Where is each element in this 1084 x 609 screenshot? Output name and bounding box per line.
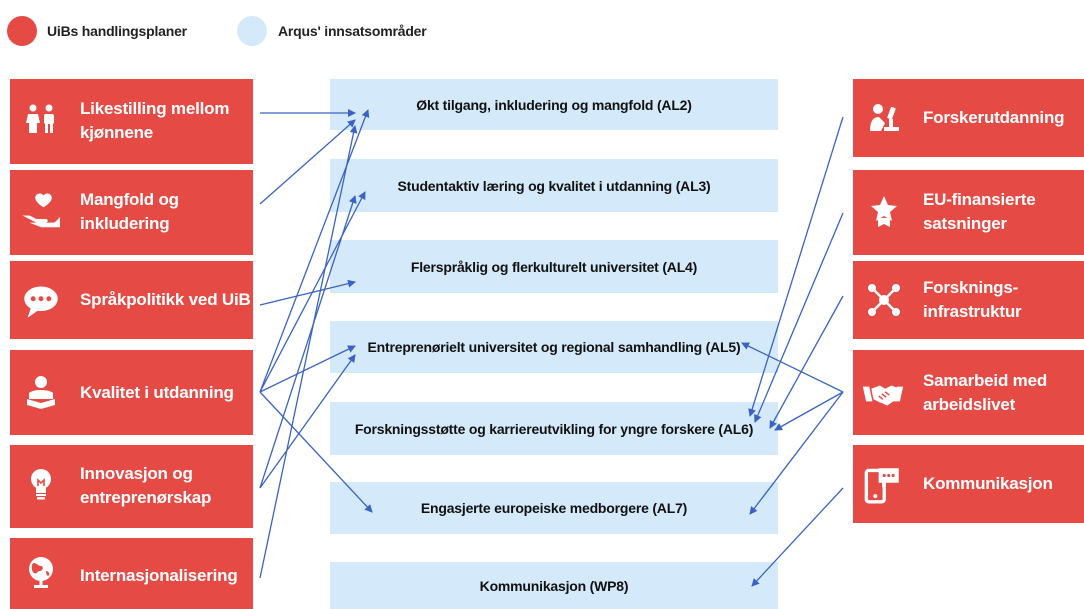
- plan-line2: kjønnene: [80, 123, 154, 142]
- arrow-left-4-to-arqus-3: [259, 354, 356, 489]
- arrow-right-3-to-arqus-4: [774, 391, 844, 431]
- arrow-right-1-to-arqus-4: [754, 212, 844, 423]
- arrow-left-3-to-arqus-3: [259, 345, 356, 393]
- plan-line1: Mangfold og: [80, 190, 179, 209]
- arqus-al5: Entreprenørielt universitet og regional …: [330, 321, 778, 373]
- plan-line1: Kommunikasjon: [923, 474, 1053, 493]
- plan-innovasjon: Innovasjon og entreprenørskap: [10, 445, 253, 528]
- plan-line1: Kvalitet i utdanning: [80, 383, 234, 402]
- plan-line1: Forskerutdanning: [923, 108, 1065, 127]
- plan-line2: infrastruktur: [923, 302, 1022, 321]
- plan-eu-finansierte: EU-finansierte satsninger: [853, 170, 1084, 255]
- people-icon: [26, 104, 54, 133]
- plan-forskningsinfrastruktur: Forsknings- infrastruktur: [853, 261, 1084, 339]
- plan-kommunikasjon: Kommunikasjon: [853, 445, 1084, 523]
- arqus-wp8: Kommunikasjon (WP8): [330, 562, 778, 609]
- star-badge-icon: [871, 196, 897, 227]
- globe-icon: [29, 557, 53, 588]
- arrow-left-3-to-arqus-5: [259, 391, 373, 513]
- arrow-right-3-to-arqus-3: [741, 342, 844, 393]
- lightbulb-icon: [31, 469, 51, 500]
- arqus-al4: Flerspråklig og flerkulturelt universite…: [330, 240, 778, 293]
- plan-line1: Likestilling mellom: [80, 99, 230, 118]
- legend-arqus-swatch: [237, 16, 267, 46]
- plan-line1: Forsknings-: [923, 278, 1019, 297]
- plan-line1: Innovasjon og: [80, 464, 193, 483]
- arrow-left-3-to-arqus-1: [259, 191, 366, 393]
- reader-icon: [27, 376, 55, 409]
- plan-line2: entreprenørskap: [80, 488, 212, 507]
- arqus-al6: Forskningsstøtte og karriereutvikling fo…: [330, 402, 778, 455]
- plan-line2: inkludering: [80, 214, 170, 233]
- plan-line2: arbeidslivet: [923, 395, 1016, 414]
- arrow-right-3-to-arqus-5: [749, 391, 844, 515]
- legend-uib-swatch: [7, 16, 37, 46]
- plan-kvalitet: Kvalitet i utdanning: [10, 350, 253, 435]
- plan-line2: satsninger: [923, 214, 1007, 233]
- plan-line1: EU-finansierte: [923, 190, 1036, 209]
- arrow-left-5-to-arqus-0: [259, 125, 358, 579]
- arqus-al7: Engasjerte europeiske medborgere (AL7): [330, 482, 778, 534]
- arrow-left-3-to-arqus-0: [259, 109, 370, 393]
- arrow-right-4-to-arqus-6: [751, 487, 844, 587]
- legend-uib-label: UiBs handlingsplaner: [47, 23, 187, 39]
- arqus-al2: Økt tilgang, inkludering og mangfold (AL…: [330, 79, 778, 130]
- arrow-right-2-to-arqus-4: [769, 295, 844, 429]
- arrow-left-1-to-arqus-0: [259, 119, 356, 205]
- arrow-left-4-to-arqus-1: [259, 195, 357, 489]
- network-icon: [868, 284, 900, 316]
- plan-mangfold: Mangfold og inkludering: [10, 170, 253, 255]
- arrow-right-0-to-arqus-4: [748, 116, 844, 417]
- plan-forskerutdanning: Forskerutdanning: [853, 79, 1084, 157]
- handshake-icon: [862, 385, 904, 406]
- arrow-left-2-to-arqus-2: [259, 279, 356, 306]
- plan-line1: Språkpolitikk ved UiB: [80, 290, 251, 309]
- plan-sprakpolitikk: Språkpolitikk ved UiB: [10, 261, 253, 339]
- arqus-al3: Studentaktiv læring og kvalitet i utdann…: [330, 159, 778, 212]
- plan-line1: Samarbeid med: [923, 371, 1048, 390]
- plan-samarbeid: Samarbeid med arbeidslivet: [853, 350, 1084, 435]
- heart-hand-icon: [22, 193, 60, 228]
- legend-arqus-label: Arqus' innsatsområder: [278, 23, 427, 39]
- plan-likestilling: Likestilling mellom kjønnene: [10, 79, 253, 164]
- researcher-icon: [870, 104, 899, 131]
- plan-internasjonalisering: Internasjonalisering: [10, 538, 253, 609]
- speech-bubble-icon: [24, 286, 58, 318]
- phone-chat-icon: [864, 468, 899, 504]
- plan-line1: Internasjonalisering: [80, 566, 238, 585]
